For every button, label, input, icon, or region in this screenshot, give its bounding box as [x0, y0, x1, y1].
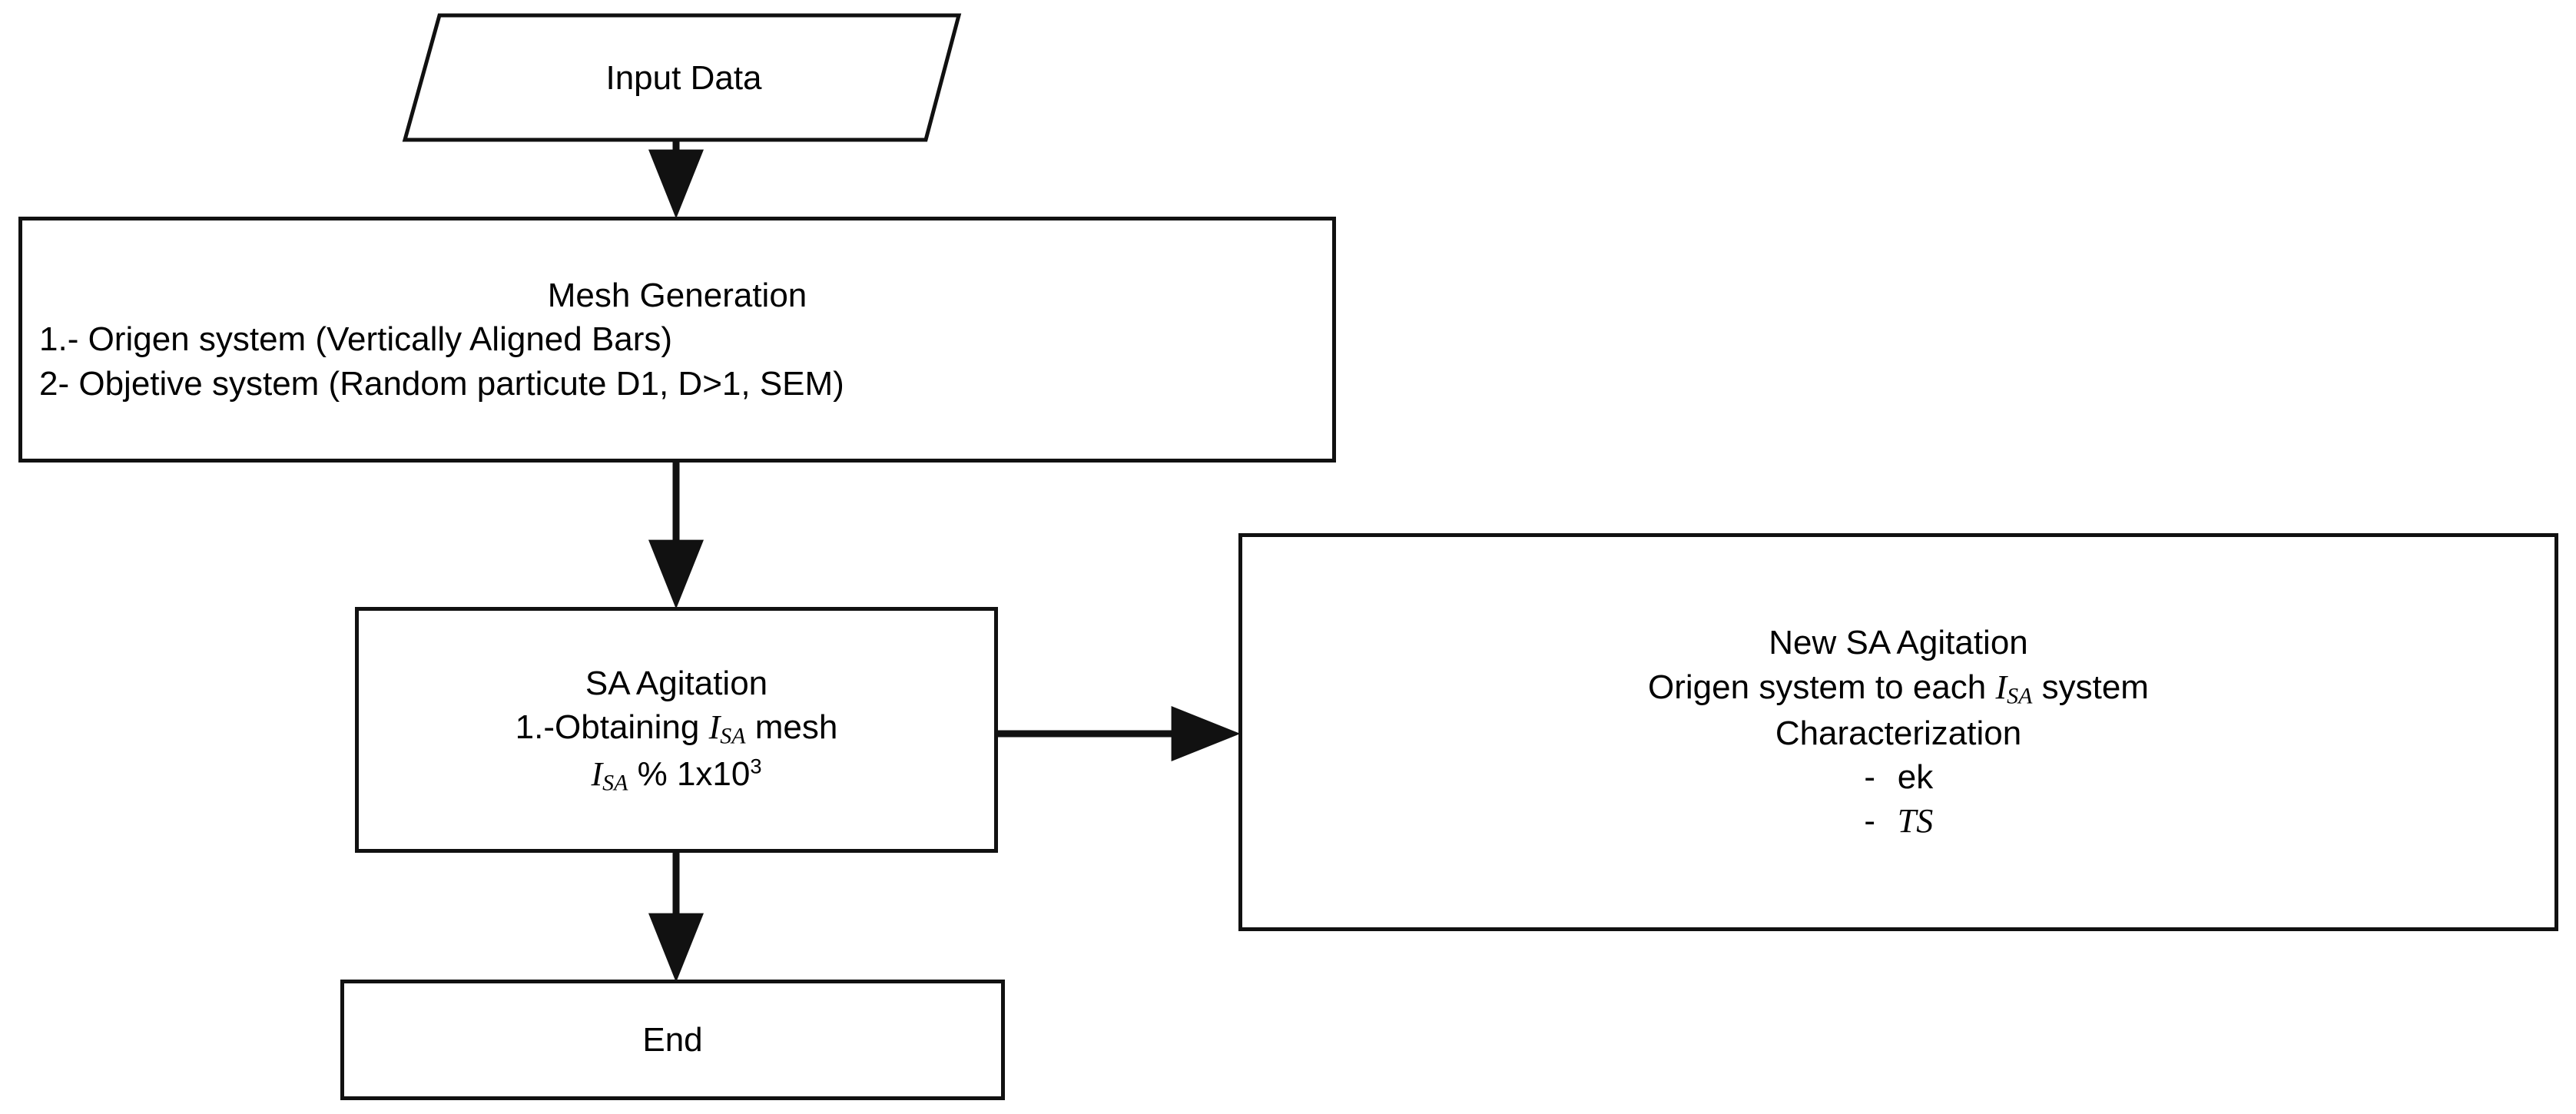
node-mesh-generation[interactable]: Mesh Generation 1.- Origen system (Verti… — [18, 217, 1336, 463]
sa-agitation-line-2: ISA % 1x103 — [591, 752, 761, 798]
input-data-label: Input Data — [605, 59, 762, 98]
node-new-sa-agitation[interactable]: New SA Agitation Origen system to each I… — [1238, 533, 2558, 931]
node-sa-agitation[interactable]: SA Agitation 1.-Obtaining ISA mesh ISA %… — [355, 607, 998, 853]
end-label: End — [642, 1020, 703, 1059]
bullet-dash-icon: - — [1864, 802, 1876, 840]
sa-agitation-line-1-suffix: mesh — [754, 708, 838, 747]
sa-agitation-line-2-text: % 1x10 — [637, 754, 751, 793]
bullet-dash-icon: - — [1864, 758, 1876, 797]
new-sa-agitation-line-1-variable: ISA — [1995, 668, 2033, 709]
new-sa-agitation-line-1: Origen system to each ISA system — [1648, 665, 2149, 711]
mesh-generation-line-2: 2- Objetive system (Random particute D1,… — [39, 364, 844, 403]
sa-agitation-title: SA Agitation — [585, 664, 768, 702]
sa-agitation-line-1-variable: ISA — [708, 708, 746, 749]
node-end[interactable]: End — [340, 980, 1005, 1100]
node-input-data[interactable]: Input Data — [399, 11, 968, 146]
sa-agitation-line-2-exponent: 3 — [750, 753, 762, 777]
sa-agitation-line-2-variable: ISA — [591, 754, 628, 796]
new-sa-agitation-line-1-suffix: system — [2041, 668, 2149, 706]
mesh-generation-line-1: 1.- Origen system (Vertically Aligned Ba… — [39, 320, 673, 359]
bullet-label-ts: TS — [1897, 802, 1934, 840]
mesh-generation-body: 1.- Origen system (Vertically Aligned Ba… — [22, 317, 1332, 405]
new-sa-agitation-line-2: Characterization — [1775, 714, 2022, 753]
new-sa-agitation-bullet-ts: - TS — [1864, 799, 1933, 843]
bullet-label-ek: ek — [1897, 758, 1934, 797]
mesh-generation-title: Mesh Generation — [547, 277, 807, 315]
new-sa-agitation-title: New SA Agitation — [1769, 624, 2028, 662]
new-sa-agitation-bullet-ek: - ek — [1864, 755, 1933, 799]
sa-agitation-line-1: 1.-Obtaining ISA mesh — [516, 705, 838, 751]
sa-agitation-line-1-prefix: 1.-Obtaining — [515, 708, 700, 747]
new-sa-agitation-line-1-prefix: Origen system to each — [1648, 668, 1987, 706]
